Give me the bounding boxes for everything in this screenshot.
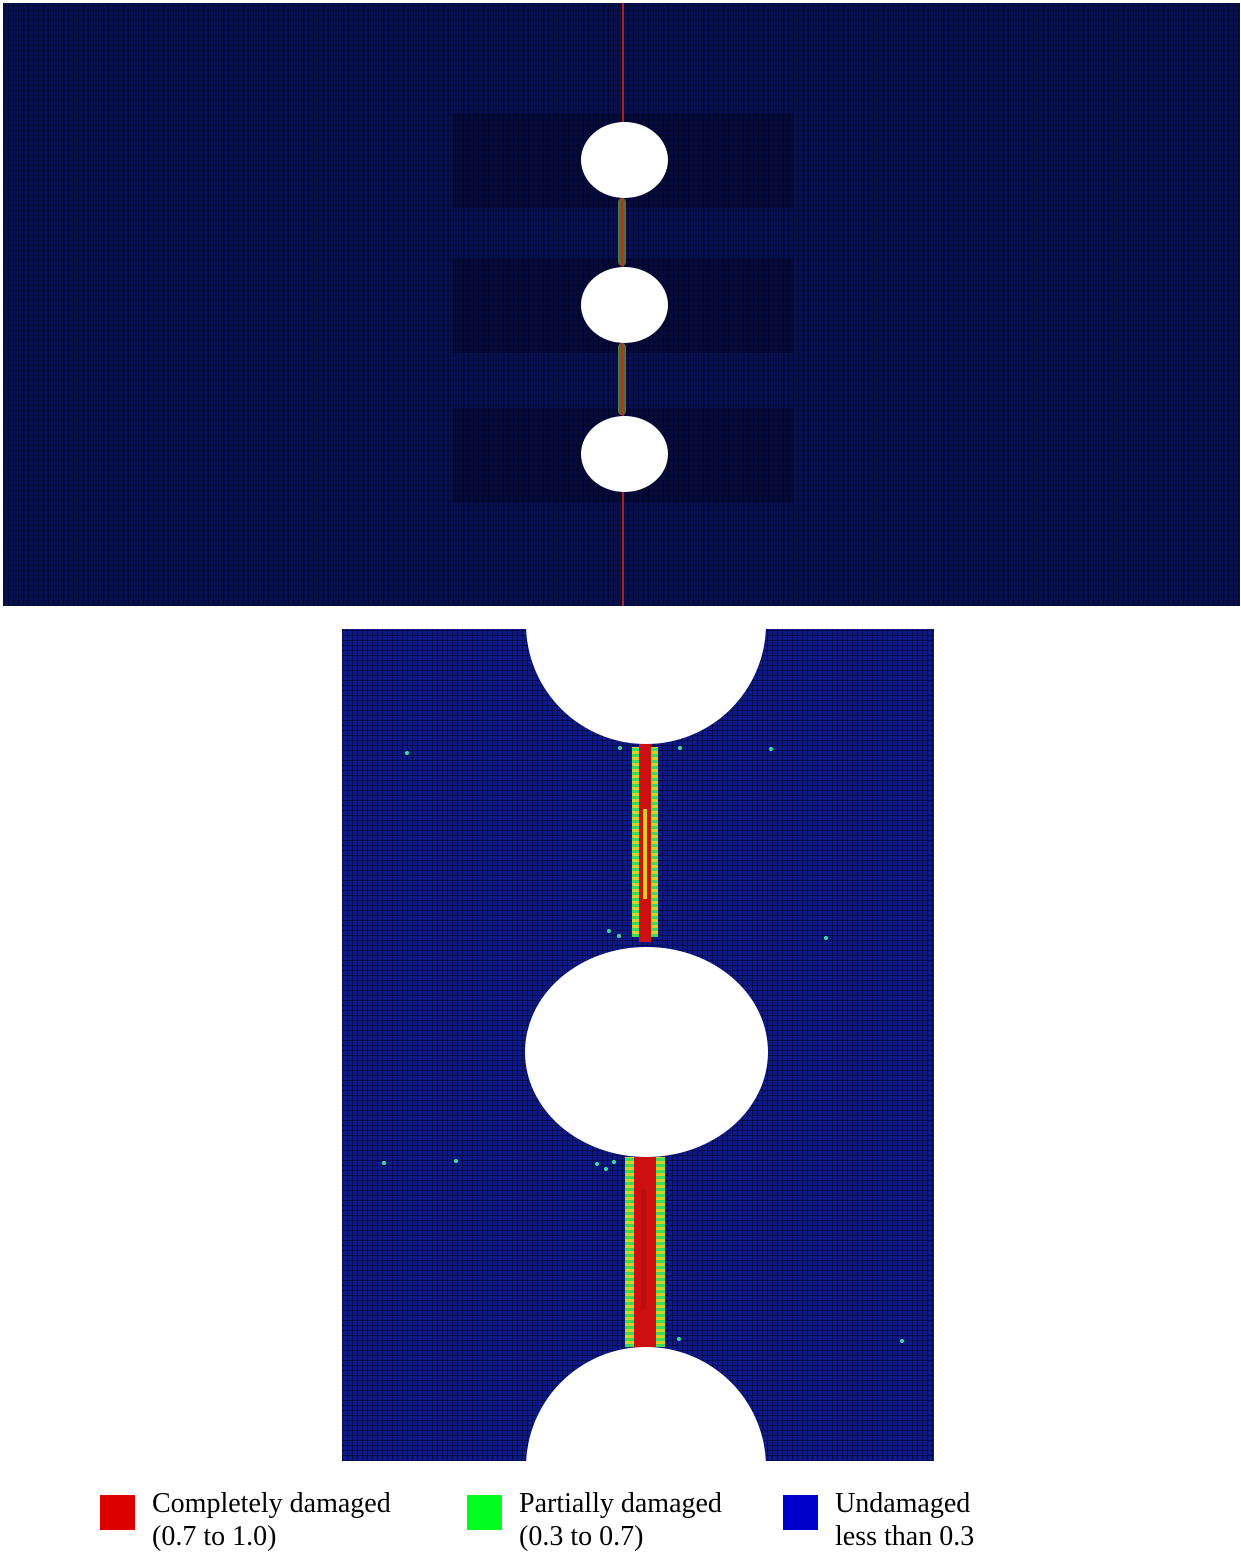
full-plate-view (3, 3, 1240, 606)
damage-point (607, 929, 611, 933)
damage-point (824, 936, 828, 940)
damage-point (678, 746, 682, 750)
hole-3 (581, 416, 668, 492)
legend-label: Undamaged less than 0.3 (835, 1487, 974, 1553)
damage-point (617, 934, 621, 938)
crack-segment-upper (618, 198, 626, 266)
damage-point (454, 1159, 458, 1163)
damage-point (604, 1167, 608, 1171)
legend-label-title: Undamaged (835, 1487, 974, 1520)
damage-point (900, 1339, 904, 1343)
crack-segment-lower (618, 343, 626, 415)
damage-point (677, 1337, 681, 1341)
damage-point (595, 1162, 599, 1166)
zoomed-damage-view (342, 629, 934, 1461)
damage-core-streak (641, 1189, 646, 1309)
damage-core-streak (643, 809, 647, 899)
damage-legend: Completely damaged (0.7 to 1.0) Partiall… (100, 1493, 1100, 1563)
damage-point (769, 747, 773, 751)
legend-label-range: less than 0.3 (835, 1520, 974, 1553)
legend-label-title: Partially damaged (519, 1487, 722, 1520)
hole-middle (525, 947, 768, 1157)
legend-label: Completely damaged (0.7 to 1.0) (152, 1487, 391, 1553)
legend-label-range: (0.3 to 0.7) (519, 1520, 722, 1553)
legend-label-title: Completely damaged (152, 1487, 391, 1520)
legend-label-range: (0.7 to 1.0) (152, 1520, 391, 1553)
damage-point (618, 746, 622, 750)
damage-point (405, 751, 409, 755)
damage-point (382, 1161, 386, 1165)
red-swatch (100, 1495, 135, 1530)
hole-1 (581, 122, 668, 198)
blue-swatch (783, 1495, 818, 1530)
green-swatch (467, 1495, 502, 1530)
damage-point (612, 1160, 616, 1164)
legend-label: Partially damaged (0.3 to 0.7) (519, 1487, 722, 1553)
hole-2 (581, 267, 668, 343)
